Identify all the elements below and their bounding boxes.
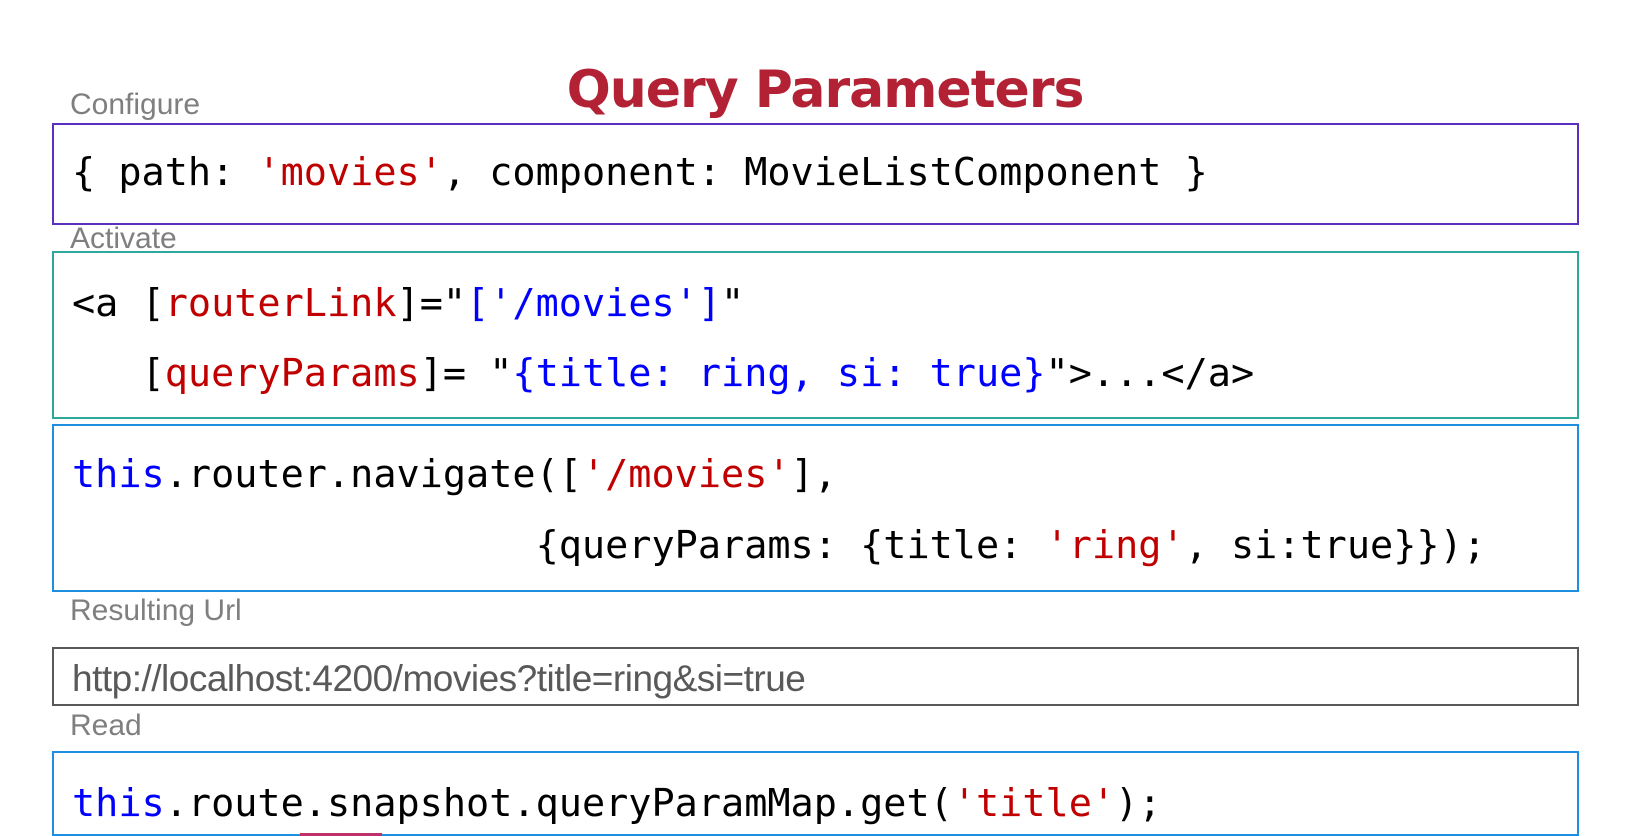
code-text: ">...</a> (1045, 351, 1255, 396)
code-text: ], (790, 452, 837, 497)
configure-label: Configure (70, 88, 201, 121)
code-text: , si:true}}); (1184, 523, 1486, 568)
code-string: 'movies' (257, 150, 443, 195)
navigate-code-box: this.router.navigate(['/movies'], {query… (52, 424, 1579, 592)
code-text: ]= " (419, 351, 513, 396)
navigate-code-line-1: this.router.navigate(['/movies'], (72, 452, 837, 498)
code-text: { path: (72, 150, 258, 195)
read-code-box: this.route.snapshot.queryParamMap.get('t… (52, 751, 1579, 836)
activate-code-line-2: [queryParams]= "{title: ring, si: true}"… (72, 351, 1255, 397)
code-text: {queryParams: {title: (72, 523, 1046, 568)
bottom-marker (300, 833, 382, 836)
configure-code-box: { path: 'movies', component: MovieListCo… (52, 123, 1579, 225)
resulting-url-value: http://localhost:4200/movies?title=ring&… (72, 658, 806, 699)
code-text: <a [ (72, 281, 165, 326)
code-text: ); (1115, 781, 1162, 826)
code-text: ]=" (396, 281, 467, 326)
code-string: '/movies' (581, 452, 791, 497)
resulting-url-box: http://localhost:4200/movies?title=ring&… (52, 647, 1579, 706)
code-string: 'title' (952, 781, 1116, 826)
resulting-url-label: Resulting Url (70, 594, 242, 627)
read-label: Read (70, 709, 142, 742)
code-text: " (721, 281, 745, 326)
page-title: Query Parameters (566, 60, 1085, 120)
activate-code-box: <a [routerLink]="['/movies']" [queryPara… (52, 251, 1579, 419)
code-text: , component: MovieListComponent } (442, 150, 1208, 195)
code-attribute: routerLink (164, 281, 397, 326)
navigate-code-line-2: {queryParams: {title: 'ring', si:true}})… (72, 523, 1486, 569)
code-attribute: queryParams (164, 351, 420, 396)
configure-code-line: { path: 'movies', component: MovieListCo… (72, 150, 1208, 196)
code-string: 'ring' (1045, 523, 1185, 568)
code-value: ['/movies'] (466, 281, 722, 326)
activate-code-line-1: <a [routerLink]="['/movies']" (72, 281, 744, 327)
code-text: .router.navigate([ (164, 452, 582, 497)
code-text: [ (72, 351, 165, 396)
code-value: {title: ring, si: true} (512, 351, 1046, 396)
code-keyword: this (72, 452, 165, 497)
activate-label: Activate (70, 222, 177, 255)
read-code-line: this.route.snapshot.queryParamMap.get('t… (72, 781, 1161, 827)
code-text: .route.snapshot.queryParamMap.get( (164, 781, 953, 826)
code-keyword: this (72, 781, 165, 826)
